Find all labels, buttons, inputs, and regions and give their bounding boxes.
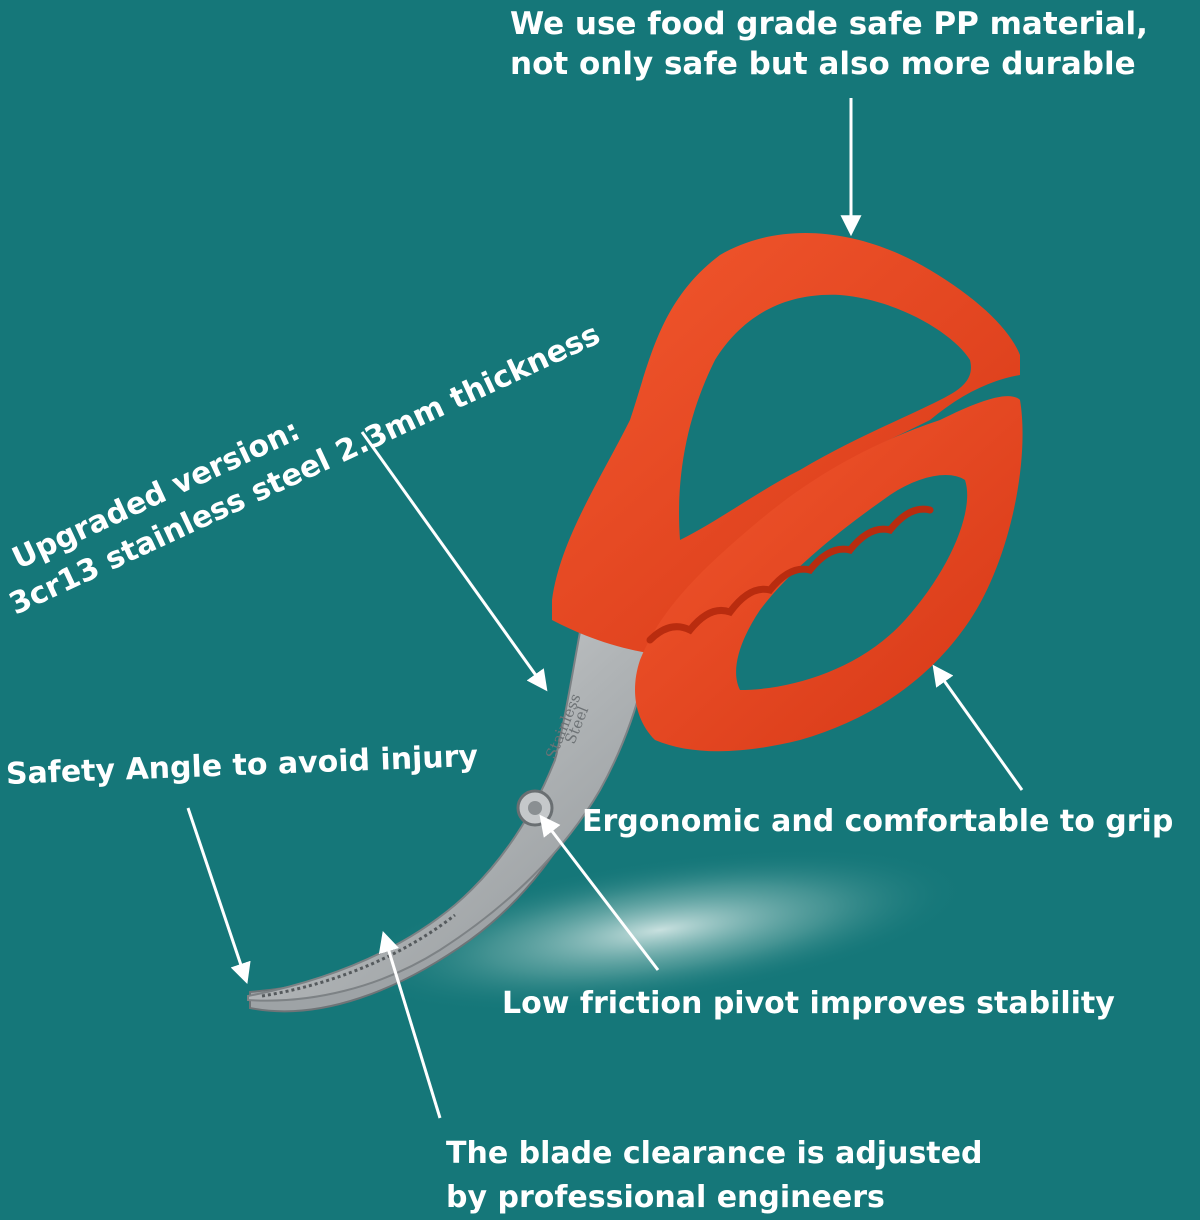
blade-annotation: The blade clearance is adjusted by profe… [446,1132,982,1220]
grip-ribs [646,505,934,644]
upper-handle [552,232,1020,655]
blade-annotation-line1: The blade clearance is adjusted [446,1136,983,1171]
light-glow [352,848,968,1012]
blade-annotation-line2: by professional engineers [446,1180,885,1215]
arrow-pivot [539,814,660,971]
material-annotation-line2: not only safe but also more durable [510,46,1136,82]
arrow-grip [932,664,1024,791]
pivot-screw-center [528,801,542,815]
arrow-safety [186,807,251,984]
grip-annotation: Ergonomic and comfortable to grip [582,804,1174,839]
lower-handle [635,396,1023,752]
scissors: Stainless Steel [247,232,1023,1013]
annotation-arrows [186,98,1024,1119]
material-annotation-line1: We use food grade safe PP material, [510,6,1148,42]
pivot-annotation: Low friction pivot improves stability [502,986,1115,1021]
serrated-edge [261,913,456,998]
arrow-blade [378,930,442,1119]
material-annotation: We use food grade safe PP material, not … [510,4,1148,84]
arrow-steel [360,431,548,692]
